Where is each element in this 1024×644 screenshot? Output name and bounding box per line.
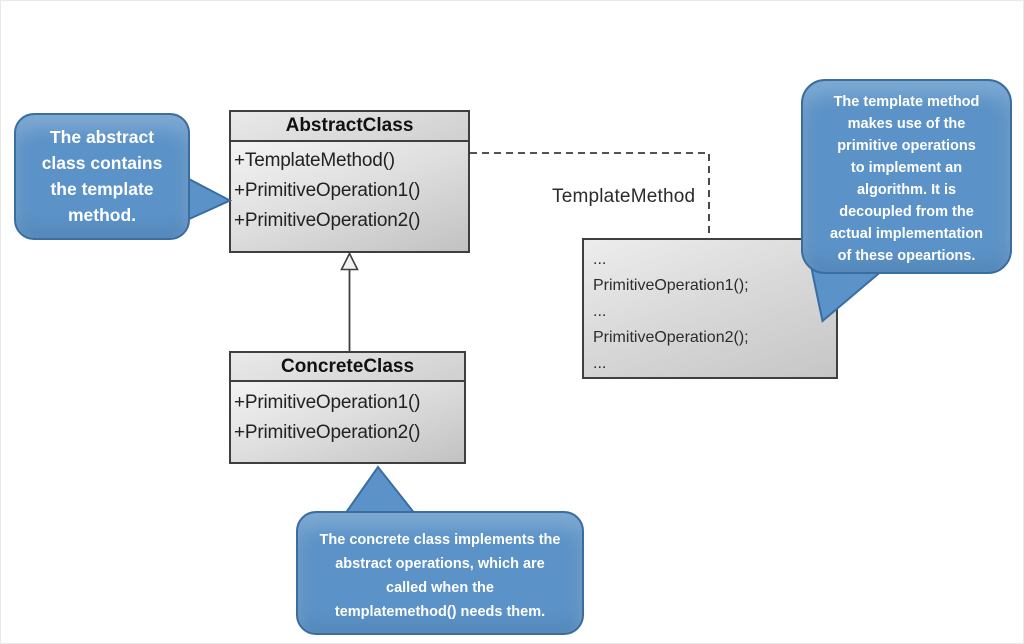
inheritance-triangle-icon bbox=[340, 251, 359, 271]
class-box-abstract: AbstractClass +TemplateMethod() +Primiti… bbox=[229, 110, 470, 253]
callout-text-line: The template method bbox=[833, 94, 980, 110]
method-primitive-operation-2: +PrimitiveOperation2() bbox=[234, 422, 421, 443]
callout-template-method: The template method makes use of the pri… bbox=[801, 79, 1012, 274]
callout-text-line: primitive operations bbox=[837, 138, 976, 154]
callout-text-line: abstract operations, which are bbox=[335, 556, 545, 572]
callout-text-line: the template bbox=[50, 179, 154, 199]
callout-text-line: method. bbox=[67, 205, 137, 225]
class-name-concrete: ConcreteClass bbox=[231, 353, 464, 382]
callout-text-line: The abstract bbox=[49, 127, 155, 147]
callout-concrete-class: The concrete class implements the abstra… bbox=[296, 511, 584, 635]
callout-text-line: makes use of the bbox=[847, 116, 966, 132]
code-line-ellipsis: ... bbox=[593, 303, 607, 320]
class-name-abstract: AbstractClass bbox=[231, 112, 468, 142]
callout-bottom-tail bbox=[343, 465, 418, 515]
callout-left-tail bbox=[186, 176, 233, 222]
code-line-ellipsis: ... bbox=[593, 251, 607, 268]
method-primitive-operation-2: +PrimitiveOperation2() bbox=[234, 210, 421, 231]
callout-text-line: class contains bbox=[41, 153, 163, 173]
callout-text-line: algorithm. It is bbox=[856, 182, 957, 198]
callout-text-line: decoupled from the bbox=[839, 204, 974, 220]
code-line-primitive-operation-2: PrimitiveOperation2(); bbox=[593, 329, 749, 346]
callout-text-line: actual implementation bbox=[829, 226, 984, 242]
class-box-concrete: ConcreteClass +PrimitiveOperation1() +Pr… bbox=[229, 351, 466, 464]
callout-text-line: The concrete class implements the bbox=[319, 532, 561, 548]
callout-abstract-class: The abstract class contains the template… bbox=[14, 113, 190, 240]
callout-text-line: called when the bbox=[386, 580, 494, 596]
callout-text-line: of these opeartions. bbox=[837, 248, 976, 264]
method-primitive-operation-1: +PrimitiveOperation1() bbox=[234, 180, 421, 201]
method-primitive-operation-1: +PrimitiveOperation1() bbox=[234, 392, 421, 413]
callout-text-line: to implement an bbox=[850, 160, 963, 176]
method-template-method: +TemplateMethod() bbox=[234, 150, 395, 171]
code-line-primitive-operation-1: PrimitiveOperation1(); bbox=[593, 277, 749, 294]
class-methods-concrete: +PrimitiveOperation1() +PrimitiveOperati… bbox=[231, 382, 464, 448]
connector-label: TemplateMethod bbox=[552, 186, 696, 207]
code-box: ... PrimitiveOperation1(); ... Primitive… bbox=[582, 238, 838, 379]
class-methods-abstract: +TemplateMethod() +PrimitiveOperation1()… bbox=[231, 142, 468, 236]
callout-text-line: templatemethod() needs them. bbox=[334, 604, 546, 620]
code-line-ellipsis: ... bbox=[593, 355, 607, 372]
